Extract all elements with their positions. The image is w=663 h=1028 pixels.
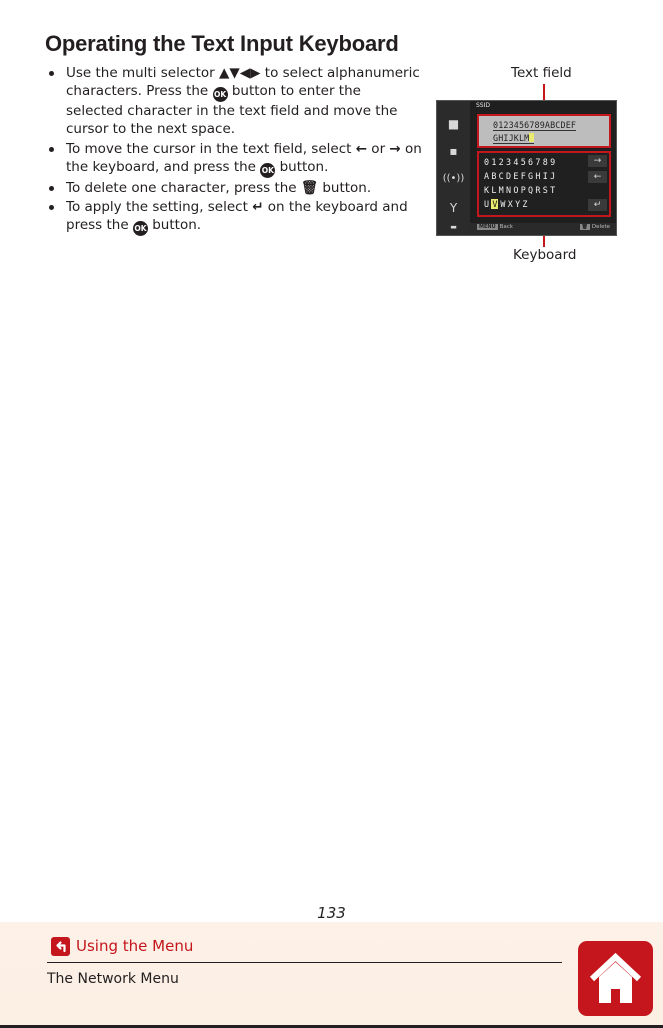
- page-number: 133: [317, 904, 346, 922]
- text-cursor: [529, 133, 535, 142]
- footer-divider: [47, 962, 562, 963]
- movie-icon: ▪: [449, 144, 458, 158]
- keyboard-row[interactable]: ABCDEFGHIJ: [484, 171, 558, 181]
- delete-hint: 🗑Delete: [579, 224, 610, 230]
- ssid-label: SSID: [476, 102, 491, 109]
- bottom-border: [0, 1025, 663, 1028]
- cursor-right-key[interactable]: →: [588, 155, 607, 167]
- section-title: The Network Menu: [47, 971, 179, 987]
- page-title: Operating the Text Input Keyboard: [45, 31, 399, 56]
- back-arrow-icon[interactable]: [51, 937, 70, 956]
- selected-key[interactable]: V: [491, 199, 499, 209]
- multi-selector-icon: ▲▼◀▶: [218, 65, 261, 81]
- keyboard-callout: Keyboard: [513, 247, 577, 263]
- text-field-callout: Text field: [511, 65, 572, 81]
- left-arrow-icon: ←: [355, 140, 368, 157]
- camera-screen: ■ ▪ ((•)) Y ▬ SSID 0123456789ABCDEF GHIJ…: [436, 100, 617, 236]
- text-field-line-2: GHIJKLM: [493, 133, 535, 144]
- instruction-item-select: Use the multi selector ▲▼◀▶ to select al…: [47, 64, 422, 139]
- menu-sidebar: ■ ▪ ((•)) Y ▬: [437, 101, 470, 235]
- home-icon: [589, 952, 642, 1003]
- battery-icon: ▬: [450, 223, 457, 231]
- keyboard-row[interactable]: 0123456789: [484, 157, 558, 167]
- ok-button-icon: OK: [132, 221, 148, 237]
- wireless-icon: ((•)): [442, 173, 465, 184]
- right-arrow-icon: →: [389, 140, 401, 157]
- text-field[interactable]: 0123456789ABCDEF GHIJKLM: [477, 114, 611, 148]
- page-footer: Using the Menu The Network Menu: [0, 922, 663, 1028]
- using-the-menu-link[interactable]: Using the Menu: [76, 937, 194, 955]
- text-field-line-1: 0123456789ABCDEF: [493, 120, 577, 131]
- cursor-left-key[interactable]: ←: [588, 171, 607, 183]
- keyboard-row[interactable]: KLMNOPQRST: [484, 185, 558, 195]
- camera-icon: ■: [447, 117, 460, 131]
- ok-button-icon: OK: [260, 162, 276, 178]
- enter-icon: ↵: [252, 199, 264, 216]
- trash-icon: 🗑: [300, 179, 319, 196]
- instruction-item-apply: To apply the setting, select ↵ on the ke…: [47, 198, 422, 237]
- instruction-item-delete: To delete one character, press the 🗑 but…: [47, 179, 422, 197]
- home-button[interactable]: [578, 941, 653, 1016]
- ok-button-icon: OK: [212, 87, 228, 103]
- instruction-item-cursor: To move the cursor in the text field, se…: [47, 140, 422, 178]
- enter-key[interactable]: ↵: [588, 199, 607, 211]
- wrench-icon: Y: [449, 201, 458, 215]
- instruction-list: Use the multi selector ▲▼◀▶ to select al…: [47, 64, 422, 237]
